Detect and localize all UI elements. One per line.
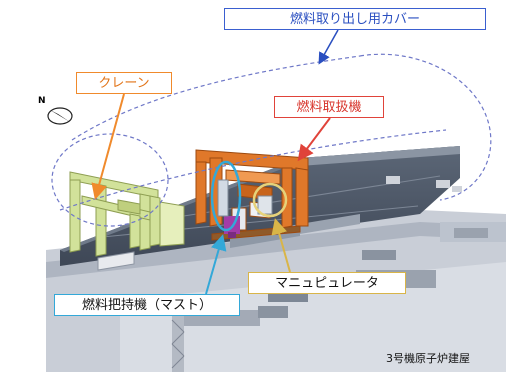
compass-north-label: N: [38, 96, 46, 106]
compass-icon: [47, 107, 73, 125]
crane-label: クレーン: [76, 72, 172, 94]
manipulator-label: マニュピュレータ: [248, 272, 406, 294]
fuel-handling-machine-label: 燃料取扱機: [274, 96, 384, 118]
mast-highlight-ellipse: [210, 160, 242, 232]
manipulator-highlight-ellipse: [252, 182, 288, 218]
fhm-arrow: [297, 117, 331, 162]
mast-arrow: [205, 234, 227, 295]
fuel-gripper-mast-label: 燃料把持機（マスト）: [54, 294, 240, 316]
mast-equipment: [217, 179, 273, 217]
building-label: 3号機原子炉建屋: [386, 352, 470, 365]
crane-structure: [69, 171, 185, 257]
cover-arrow: [318, 29, 339, 65]
fuel-removal-cover-label: 燃料取り出し用カバー: [224, 8, 486, 30]
crane-arrow: [91, 93, 125, 200]
manipulator-arrow: [271, 218, 291, 273]
